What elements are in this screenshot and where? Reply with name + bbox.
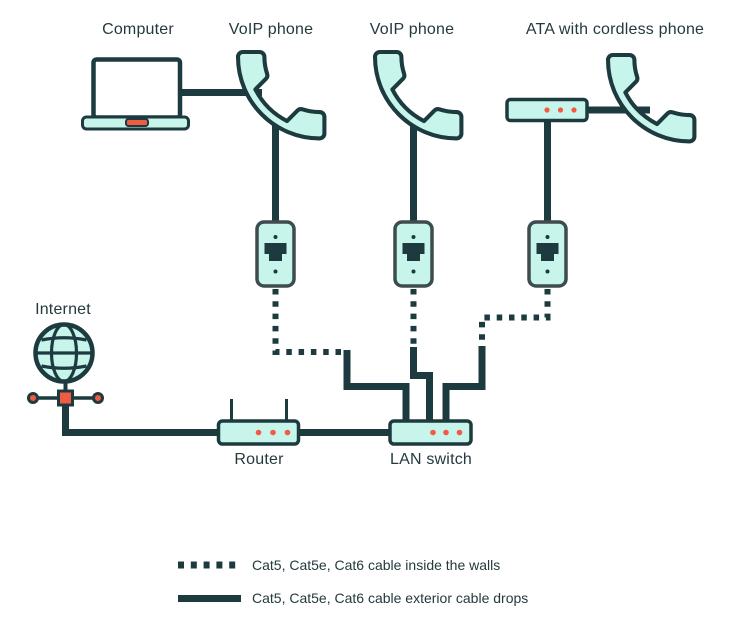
lan-switch-label: LAN switch xyxy=(389,451,473,468)
voip-phone-2-label: VoIP phone xyxy=(369,21,455,38)
phone-handset-icon-1 xyxy=(238,52,324,138)
wall-jack-icon-2 xyxy=(393,220,434,288)
legend-inside-walls-label: Cat5, Cat5e, Cat6 cable inside the walls xyxy=(252,557,501,573)
legend-swatches xyxy=(178,561,241,602)
ata-box-icon xyxy=(505,97,589,123)
legend-exterior-drops-label: Cat5, Cat5e, Cat6 cable exterior cable d… xyxy=(252,590,529,606)
lan-switch-icon xyxy=(388,419,473,446)
cable-inwall-jack1 xyxy=(272,289,344,355)
phone-handset-icon-2 xyxy=(375,52,461,138)
ata-label: ATA with cordless phone xyxy=(525,21,705,38)
laptop-icon xyxy=(81,57,190,131)
wall-jack-icon-3 xyxy=(527,220,568,288)
globe-icon xyxy=(33,322,95,384)
cables xyxy=(62,89,650,436)
phone-handset-icon-3 xyxy=(608,55,694,141)
internet-label: Internet xyxy=(35,301,91,318)
voip-phone-1-label: VoIP phone xyxy=(228,21,314,38)
router-icon xyxy=(216,399,301,446)
laptop-notch xyxy=(125,118,149,127)
network-node-icon xyxy=(27,381,104,407)
wall-jack-icon-1 xyxy=(255,220,296,288)
router-label: Router xyxy=(234,451,284,468)
computer-label: Computer xyxy=(102,21,174,38)
cable-drop-jack3-to-switch xyxy=(442,346,486,424)
cable-drop-jack2-to-switch xyxy=(410,347,433,424)
cable-internet-to-router xyxy=(62,402,222,436)
cable-inwall-jack3 xyxy=(479,289,551,349)
cable-drop-jack1-to-switch xyxy=(343,350,410,424)
